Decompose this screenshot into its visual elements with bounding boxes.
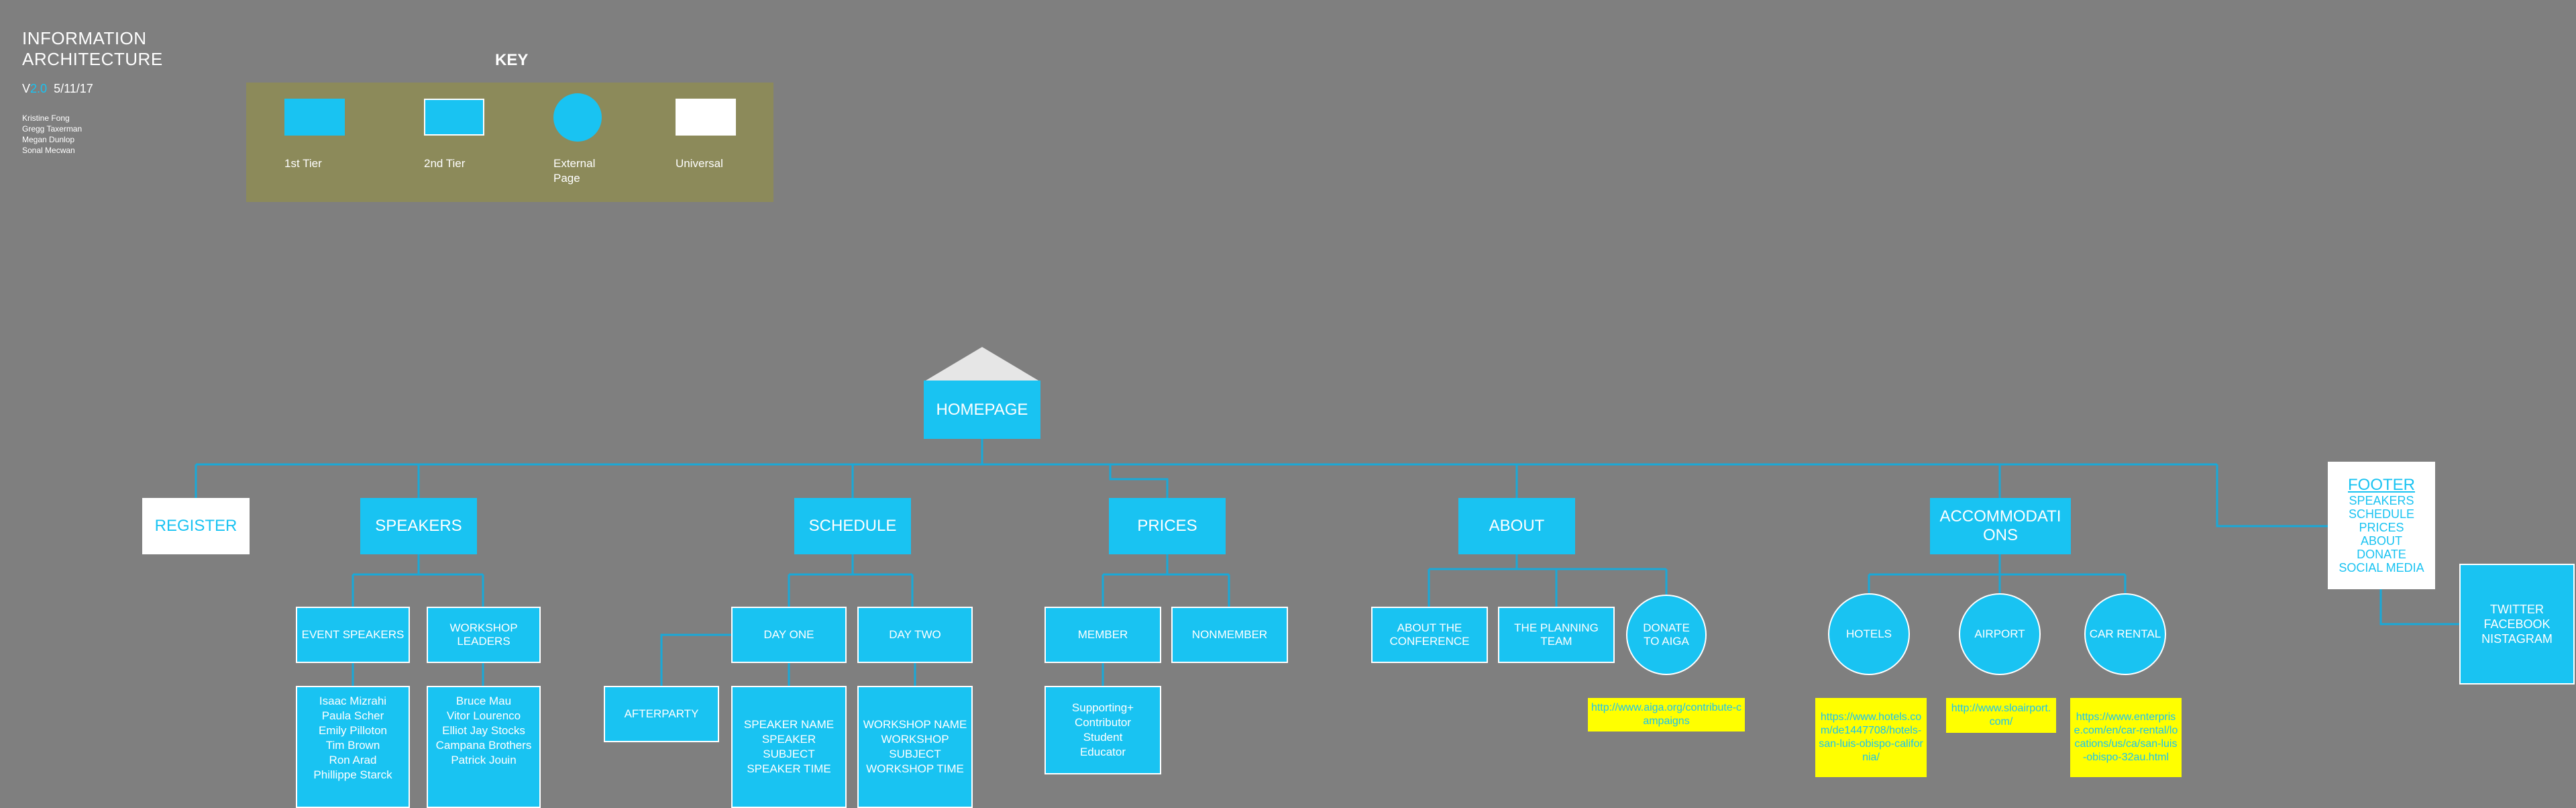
donate-url-link[interactable]: http://www.aiga.org/contribute-campaigns bbox=[1588, 698, 1745, 731]
key-label-2nd-tier: 2nd Tier bbox=[424, 157, 466, 170]
airport-node[interactable]: AIRPORT bbox=[1959, 593, 2041, 675]
hotels-node[interactable]: HOTELS bbox=[1828, 593, 1910, 675]
team-member: Megan Dunlop bbox=[22, 135, 75, 144]
social-item: FACEBOOK bbox=[2483, 617, 2551, 631]
member-type: Supporting+ bbox=[1071, 701, 1134, 714]
key-swatch-2nd-tier bbox=[424, 99, 484, 136]
car-rental-url-link[interactable]: https://www.enterprise.com/en/car-rental… bbox=[2070, 698, 2182, 777]
car-rental-node[interactable]: CAR RENTAL bbox=[2084, 593, 2166, 675]
key-label-external-page: External Page bbox=[553, 157, 596, 185]
speakers-node[interactable]: SPEAKERS bbox=[360, 498, 477, 554]
nonmember-node[interactable]: NONMEMBER bbox=[1171, 607, 1288, 663]
event-speakers-node[interactable]: EVENT SPEAKERS bbox=[296, 607, 410, 663]
leader-name: Elliot Jay Stocks bbox=[442, 724, 525, 737]
key-swatch-universal bbox=[676, 99, 736, 136]
footer-item: SOCIAL MEDIA bbox=[2339, 561, 2424, 574]
accommodations-node[interactable]: ACCOMMODATIONS bbox=[1930, 498, 2071, 554]
donate-aiga-node[interactable]: DONATE TO AIGA bbox=[1626, 595, 1707, 675]
speaker-name: Ron Arad bbox=[329, 754, 377, 766]
social-item: TWITTER bbox=[2490, 603, 2544, 616]
footer-item: DONATE bbox=[2357, 548, 2406, 561]
schedule-node[interactable]: SCHEDULE bbox=[794, 498, 911, 554]
workshop-leader-list: Bruce Mau Vitor Lourenco Elliot Jay Stoc… bbox=[427, 686, 541, 808]
footer-item: SPEAKERS bbox=[2349, 494, 2414, 507]
social-item: NISTAGRAM bbox=[2481, 632, 2553, 646]
leader-name: Patrick Jouin bbox=[451, 754, 517, 766]
day-two-node[interactable]: DAY TWO bbox=[857, 607, 973, 663]
footer-item: SCHEDULE bbox=[2348, 507, 2415, 521]
leader-name: Bruce Mau bbox=[455, 695, 512, 707]
footer-item: ABOUT bbox=[2360, 534, 2402, 548]
planning-team-node[interactable]: THE PLANNING TEAM bbox=[1498, 607, 1615, 663]
key-title: KEY bbox=[495, 51, 529, 69]
member-type: Student bbox=[1083, 731, 1123, 744]
key-swatch-external-page bbox=[553, 93, 602, 142]
afterparty-node[interactable]: AFTERPARTY bbox=[604, 686, 719, 742]
leader-name: Campana Brothers bbox=[435, 739, 532, 752]
day-two-item: WORKSHOP SUBJECT bbox=[881, 733, 949, 760]
register-node[interactable]: REGISTER bbox=[142, 498, 250, 554]
speaker-name: Emily Pilloton bbox=[318, 724, 388, 737]
day-two-details: WORKSHOP NAME WORKSHOP SUBJECT WORKSHOP … bbox=[857, 686, 973, 808]
day-two-item: WORKSHOP NAME bbox=[863, 718, 967, 731]
speaker-name: Tim Brown bbox=[325, 739, 380, 752]
homepage-roof-shape bbox=[926, 347, 1038, 381]
title-line-2: ARCHITECTURE bbox=[22, 49, 163, 69]
about-conference-node[interactable]: ABOUT THE CONFERENCE bbox=[1371, 607, 1488, 663]
member-type: Contributor bbox=[1074, 716, 1132, 729]
team-member: Gregg Taxerman bbox=[22, 124, 83, 134]
member-type: Educator bbox=[1079, 746, 1126, 758]
version-prefix: V bbox=[22, 82, 31, 95]
speaker-name: Phillippe Starck bbox=[313, 768, 392, 781]
team-member: Kristine Fong bbox=[22, 113, 70, 123]
leader-name: Vitor Lourenco bbox=[446, 709, 521, 722]
footer-item: PRICES bbox=[2359, 521, 2404, 534]
airport-url-link[interactable]: http://www.sloairport.com/ bbox=[1946, 698, 2056, 733]
speaker-name: Paula Scher bbox=[321, 709, 384, 722]
day-one-item: SPEAKER NAME bbox=[743, 718, 835, 731]
speaker-name: Isaac Mizrahi bbox=[319, 695, 387, 707]
day-one-node[interactable]: DAY ONE bbox=[731, 607, 847, 663]
social-media-node[interactable]: TWITTER FACEBOOK NISTAGRAM bbox=[2459, 564, 2575, 685]
event-speaker-list: Isaac Mizrahi Paula Scher Emily Pilloton… bbox=[296, 686, 410, 808]
homepage-node[interactable]: HOMEPAGE bbox=[924, 381, 1040, 439]
page-title: INFORMATION ARCHITECTURE bbox=[22, 28, 163, 70]
version-line: V2.0 5/11/17 bbox=[22, 82, 93, 96]
member-node[interactable]: MEMBER bbox=[1044, 607, 1161, 663]
about-node[interactable]: ABOUT bbox=[1458, 498, 1575, 554]
key-swatch-1st-tier bbox=[284, 99, 345, 136]
team-member: Sonal Mecwan bbox=[22, 146, 75, 155]
member-types: Supporting+ Contributor Student Educator bbox=[1044, 686, 1161, 774]
prices-node[interactable]: PRICES bbox=[1109, 498, 1226, 554]
day-one-item: SPEAKER TIME bbox=[747, 762, 831, 775]
version-number: 2.0 bbox=[30, 82, 48, 95]
day-two-item: WORKSHOP TIME bbox=[866, 762, 964, 775]
day-one-details: SPEAKER NAME SPEAKER SUBJECT SPEAKER TIM… bbox=[731, 686, 847, 808]
workshop-leaders-node[interactable]: WORKSHOP LEADERS bbox=[427, 607, 541, 663]
day-one-item: SPEAKER SUBJECT bbox=[761, 733, 816, 760]
hotels-url-link[interactable]: https://www.hotels.com/de1447708/hotels-… bbox=[1815, 698, 1927, 777]
title-line-1: INFORMATION bbox=[22, 28, 147, 48]
key-label-1st-tier: 1st Tier bbox=[284, 157, 322, 170]
team-list: Kristine Fong Gregg Taxerman Megan Dunlo… bbox=[22, 113, 82, 156]
version-date: 5/11/17 bbox=[54, 82, 93, 95]
key-label-universal: Universal bbox=[676, 157, 723, 170]
footer-node[interactable]: FOOTER SPEAKERS SCHEDULE PRICES ABOUT DO… bbox=[2328, 462, 2435, 589]
key-panel: 1st Tier 2nd Tier External Page Universa… bbox=[246, 83, 773, 202]
footer-title: FOOTER bbox=[2348, 476, 2415, 494]
